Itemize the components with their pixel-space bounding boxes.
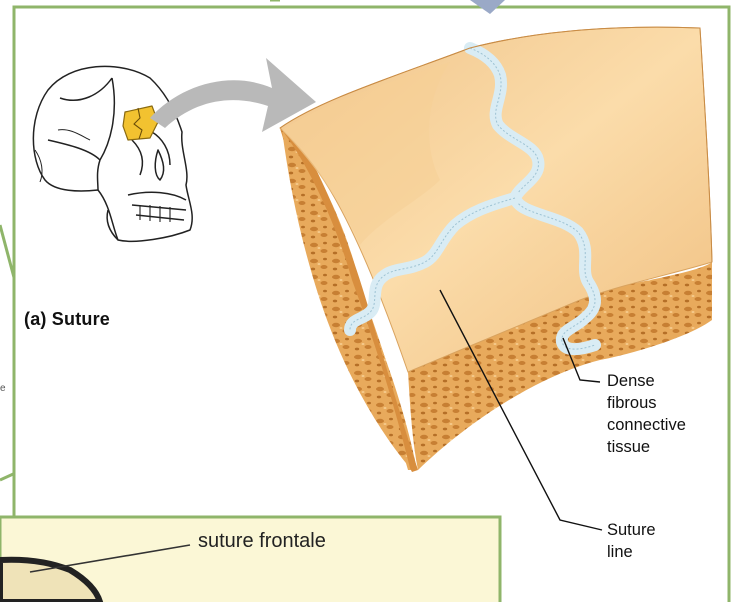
panel-title: (a) Suture [24,309,110,330]
label-line: line [607,541,697,563]
suture-line-label: Suture line [607,519,697,563]
label-line: connective [607,414,717,436]
label-line: tissue [607,436,717,458]
dense-fibrous-tissue-label: Dense fibrous connective tissue [607,370,717,458]
label-line: Suture [607,519,697,541]
label-line: fibrous [607,392,717,414]
label-line: Dense [607,370,717,392]
suture-frontale-label: suture frontale [198,530,326,553]
stray-text-fragment: e [0,383,6,394]
